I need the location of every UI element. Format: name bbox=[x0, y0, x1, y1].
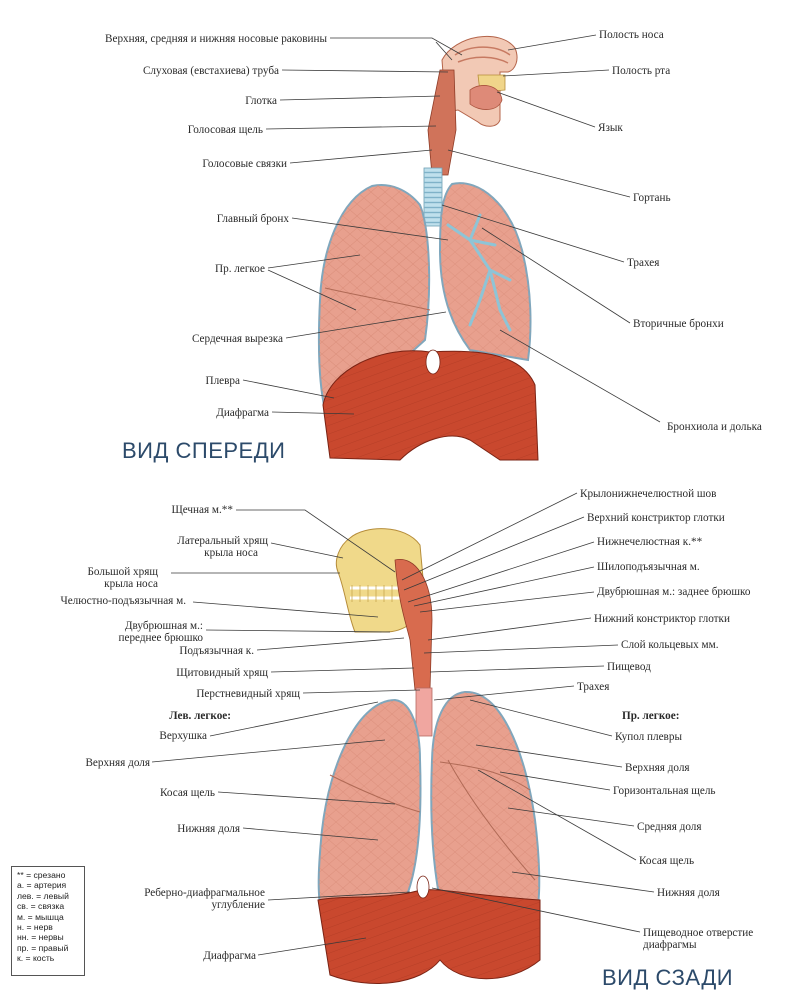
label-oral-cavity: Полость рта bbox=[612, 65, 670, 77]
label-digastric-post: Двубрюшная м.: заднее брюшко bbox=[597, 586, 751, 598]
label-esophagus: Пищевод bbox=[607, 661, 651, 673]
label-mandible: Нижнечелюстная к.** bbox=[597, 536, 703, 548]
head-section bbox=[441, 35, 518, 127]
label-cardiac-notch: Сердечная вырезка bbox=[192, 333, 283, 345]
label-mylohyoid: Челюстно-подъязычная м. bbox=[60, 595, 186, 607]
legend-item: лев. = левый bbox=[17, 890, 69, 901]
back-trachea bbox=[415, 687, 433, 737]
label-vocal-cords: Голосовые связки bbox=[202, 158, 287, 170]
label-esophageal-hiatus-2: диафрагмы bbox=[643, 939, 697, 951]
label-inferior-constrictor: Нижний констриктор глотки bbox=[594, 613, 730, 625]
label-circular-muscle: Слой кольцевых мм. bbox=[621, 639, 719, 651]
label-esophageal-hiatus-1: Пищеводное отверстие bbox=[643, 927, 753, 939]
label-middle-lobe: Средняя доля bbox=[637, 821, 702, 833]
label-lateral-cartilage-1: Латеральный хрящ bbox=[177, 535, 268, 547]
legend-item: св. = связка bbox=[17, 901, 65, 912]
abbreviation-legend: ** = срезано а. = артерия лев. = левый с… bbox=[11, 866, 85, 976]
legend-item: пр. = правый bbox=[17, 942, 69, 953]
label-eustachian-tube: Слуховая (евстахиева) труба bbox=[143, 65, 279, 77]
label-upper-lobe-left: Верхняя доля bbox=[85, 757, 150, 769]
label-trachea-front: Трахея bbox=[627, 257, 659, 269]
legend-item: ** = срезано bbox=[17, 870, 66, 880]
legend-item: н. = нерв bbox=[17, 922, 53, 933]
label-major-alar-2: крыла носа bbox=[104, 578, 158, 590]
front-view bbox=[317, 35, 539, 461]
label-pleura: Плевра bbox=[206, 375, 241, 387]
label-trachea-back: Трахея bbox=[577, 681, 609, 693]
label-superior-constrictor: Верхний констриктор глотки bbox=[587, 512, 725, 524]
label-oblique-fissure-left: Косая щель bbox=[160, 787, 215, 799]
label-digastric-ant-1: Двубрюшная м.: bbox=[125, 620, 203, 632]
back-labels: Щечная м.** Латеральный хрящ крыла носа … bbox=[60, 488, 753, 990]
label-diaphragm-front: Диафрагма bbox=[216, 407, 269, 419]
label-cricoid-cartilage: Перстневидный хрящ bbox=[196, 688, 300, 700]
label-bronchiole-lobule: Бронхиола и долька bbox=[667, 421, 762, 433]
label-tongue: Язык bbox=[598, 122, 623, 134]
label-left-lung-heading: Лев. легкое: bbox=[169, 710, 231, 722]
label-digastric-ant-2: переднее брюшко bbox=[119, 632, 204, 644]
label-apex: Верхушка bbox=[159, 730, 207, 742]
trachea-rings bbox=[424, 168, 442, 226]
pharynx-tube bbox=[427, 69, 457, 176]
back-left-lung bbox=[317, 698, 422, 914]
front-hiatus bbox=[425, 349, 441, 375]
back-view bbox=[317, 528, 541, 984]
back-right-lung bbox=[430, 690, 541, 914]
label-lateral-cartilage-2: крыла носа bbox=[204, 547, 258, 559]
label-costodiaphragmatic-2: углубление bbox=[211, 899, 265, 911]
label-pharynx: Глотка bbox=[245, 95, 277, 107]
back-leader-lines bbox=[151, 492, 655, 956]
label-secondary-bronchi: Вторичные бронхи bbox=[633, 318, 724, 330]
label-thyroid-cartilage: Щитовидный хрящ bbox=[176, 667, 268, 679]
front-view-title: ВИД СПЕРЕДИ bbox=[122, 438, 285, 463]
label-right-lung-heading: Пр. легкое: bbox=[622, 710, 679, 722]
label-diaphragm-back: Диафрагма bbox=[203, 950, 256, 962]
front-left-lung bbox=[438, 182, 532, 362]
label-pleural-dome: Купол плевры bbox=[615, 731, 682, 743]
legend-item: а. = артерия bbox=[17, 880, 67, 891]
label-main-bronchus: Главный бронх bbox=[217, 213, 290, 225]
label-right-lung: Пр. легкое bbox=[215, 263, 265, 275]
label-nasal-cavity: Полость носа bbox=[599, 29, 664, 41]
label-glottis: Голосовая щель bbox=[188, 124, 263, 136]
label-pterygomandibular: Крылонижнечелюстной шов bbox=[580, 488, 716, 500]
legend-item: к. = кость bbox=[17, 953, 55, 964]
back-view-title: ВИД СЗАДИ bbox=[602, 965, 733, 990]
label-costodiaphragmatic-1: Реберно-диафрагмальное bbox=[144, 887, 265, 899]
label-buccinator: Щечная м.** bbox=[171, 504, 233, 516]
label-horizontal-fissure: Горизонтальная щель bbox=[613, 785, 716, 797]
front-labels: Верхняя, средняя и нижняя носовые ракови… bbox=[105, 29, 762, 463]
label-lower-lobe-right: Нижняя доля bbox=[657, 887, 720, 899]
label-stylohyoid: Шилоподъязычная м. bbox=[597, 561, 700, 573]
label-major-alar-1: Большой хрящ bbox=[88, 566, 159, 578]
label-larynx: Гортань bbox=[633, 192, 671, 204]
label-nasal-conchae: Верхняя, средняя и нижняя носовые ракови… bbox=[105, 33, 327, 45]
back-hiatus bbox=[416, 875, 430, 899]
label-upper-lobe-right: Верхняя доля bbox=[625, 762, 690, 774]
label-hyoid: Подъязычная к. bbox=[179, 645, 254, 657]
legend-item: нн. = нервы bbox=[17, 932, 64, 943]
front-leader-lines bbox=[242, 34, 661, 423]
legend-item: м. = мышца bbox=[17, 911, 64, 922]
label-lower-lobe-left: Нижняя доля bbox=[177, 823, 240, 835]
label-oblique-fissure-right: Косая щель bbox=[639, 855, 694, 867]
